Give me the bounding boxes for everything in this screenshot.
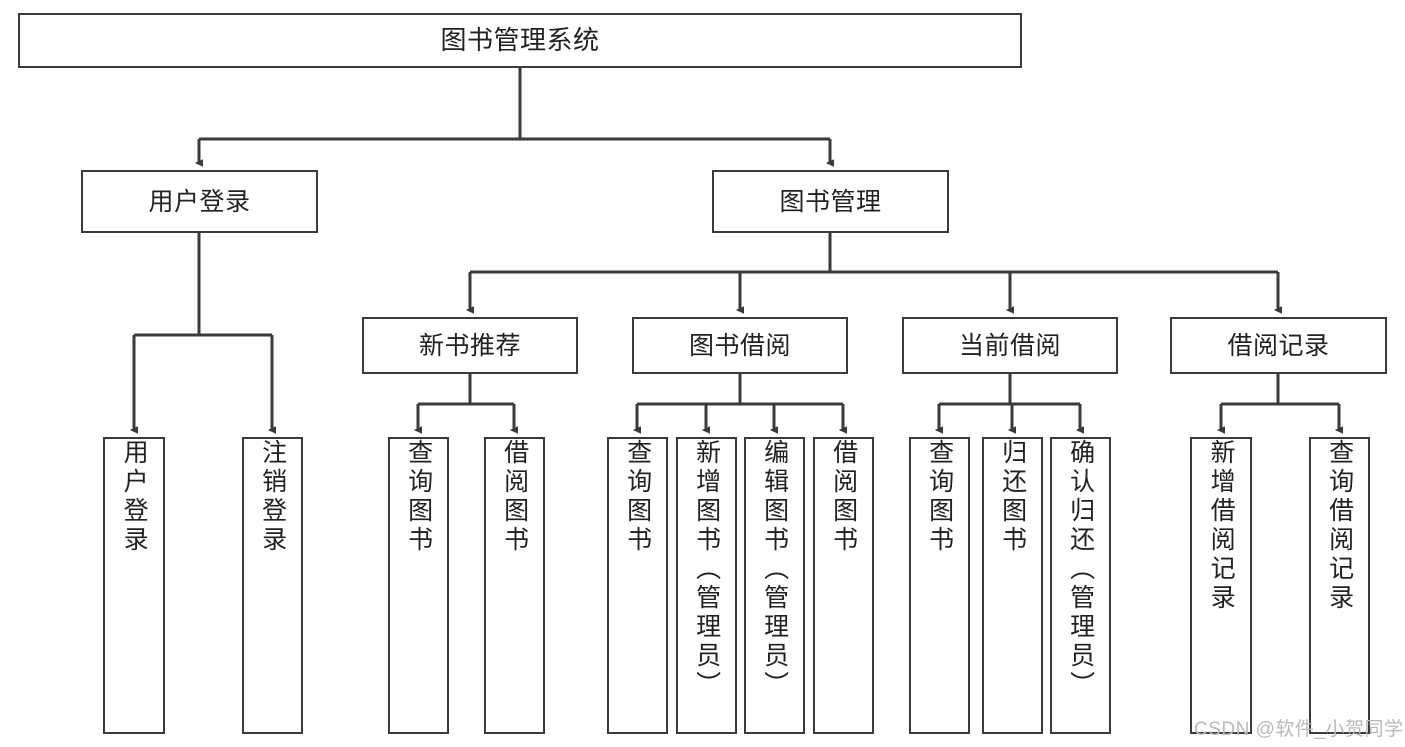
node-label: 用户登录 <box>120 439 149 555</box>
node-user-login[interactable]: 用户登录 <box>81 170 318 233</box>
node-label: 查询借阅记录 <box>1325 439 1354 613</box>
node-label: 归还图书 <box>998 439 1027 555</box>
node-new-book-recommendation[interactable]: 新书推荐 <box>362 317 578 374</box>
leaf-query-book-borrowing[interactable]: 查询图书 <box>607 437 668 734</box>
node-book-management[interactable]: 图书管理 <box>712 170 949 233</box>
node-label: 新增借阅记录 <box>1207 439 1236 613</box>
leaf-borrow-book-recommendation[interactable]: 借阅图书 <box>484 437 545 734</box>
leaf-confirm-return-admin[interactable]: 确认归还（管理员） <box>1050 437 1111 734</box>
leaf-query-borrowing-record[interactable]: 查询借阅记录 <box>1309 437 1370 734</box>
node-label: 图书管理 <box>779 187 882 216</box>
csdn-watermark: CSDN @软件_小贺同学 <box>1194 719 1404 740</box>
leaf-logout[interactable]: 注销登录 <box>242 437 303 734</box>
node-label: 当前借阅 <box>958 331 1061 360</box>
node-label: 新增图书（管理员） <box>692 439 721 700</box>
leaf-return-book[interactable]: 归还图书 <box>982 437 1043 734</box>
leaf-add-book-admin[interactable]: 新增图书（管理员） <box>676 437 737 734</box>
node-label: 借阅图书 <box>500 439 529 555</box>
leaf-add-borrowing-record[interactable]: 新增借阅记录 <box>1190 437 1252 734</box>
leaf-query-book-recommendation[interactable]: 查询图书 <box>388 437 449 734</box>
node-label: 注销登录 <box>258 439 287 555</box>
node-label: 借阅图书 <box>829 439 858 555</box>
node-borrowing-records[interactable]: 借阅记录 <box>1170 317 1387 374</box>
node-label: 用户登录 <box>148 187 251 216</box>
node-label: 查询图书 <box>623 439 652 555</box>
node-label: 借阅记录 <box>1227 331 1330 360</box>
node-label: 查询图书 <box>925 439 954 555</box>
node-label: 查询图书 <box>404 439 433 555</box>
node-label: 新书推荐 <box>418 331 521 360</box>
node-label: 确认归还（管理员） <box>1066 439 1095 700</box>
leaf-user-login[interactable]: 用户登录 <box>103 437 165 734</box>
node-root-system[interactable]: 图书管理系统 <box>18 13 1022 68</box>
node-label: 图书管理系统 <box>440 24 600 55</box>
node-book-borrowing[interactable]: 图书借阅 <box>632 317 848 374</box>
node-label: 图书借阅 <box>688 331 791 360</box>
leaf-borrow-book-borrowing[interactable]: 借阅图书 <box>813 437 874 734</box>
node-current-borrowing[interactable]: 当前借阅 <box>902 317 1118 374</box>
node-label: 编辑图书（管理员） <box>760 439 789 700</box>
leaf-query-book-current[interactable]: 查询图书 <box>909 437 970 734</box>
leaf-edit-book-admin[interactable]: 编辑图书（管理员） <box>744 437 805 734</box>
